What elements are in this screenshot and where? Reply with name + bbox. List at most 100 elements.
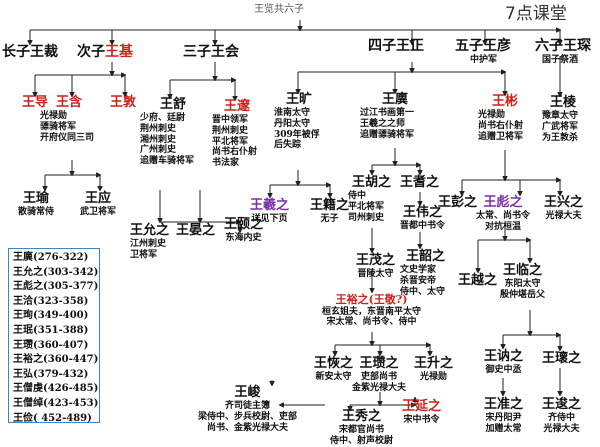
desc-line: 广州刺史 <box>140 145 177 156</box>
legend-entry: 王僧虔(426-485) <box>13 383 99 395</box>
desc-line: 殷仲堪岳父 <box>500 289 546 300</box>
desc-line: 309年被俘 <box>274 129 320 140</box>
desc-line: 东阳太守 <box>504 278 541 289</box>
gen-label-6: 六子王琛 <box>535 38 591 54</box>
desc-line: 追赠车骑将军 <box>140 156 195 167</box>
node-wang-yuezhi: 王伟之 晋都中书令 <box>400 205 446 231</box>
node-wang-huaizhi: 王瓌之 <box>542 351 582 366</box>
desc-line: 光禄大夫 <box>543 423 580 434</box>
desc-line: 侍中 <box>348 190 367 201</box>
desc-line: 荆州刺史 <box>212 125 249 136</box>
desc-line: 宋太常、尚书令、侍中 <box>326 317 417 328</box>
desc-line: 晋陵太守 <box>357 268 394 279</box>
desc-line: 后失踪 <box>274 140 302 151</box>
legend-entry: 王裕之(360-447) <box>13 354 99 366</box>
legend-entry: 王珉(351-388) <box>13 324 89 336</box>
desc-line: 过江书画第一 <box>360 107 415 118</box>
legend-entry: 王弘(379-432) <box>13 368 89 380</box>
desc-line: 尚书右仆射 <box>478 120 524 131</box>
node-wang-xizhi: 王羲之 详见下页 <box>250 198 290 224</box>
desc-line: 齐司徒主簿 <box>225 400 271 411</box>
node-wang-shu: 王舒 少府、廷尉荆州刺史湘州刺史广州刺史追赠车骑将军 <box>140 97 195 167</box>
desc-line: 平北将军 <box>348 201 385 212</box>
desc-line: 御史中丞 <box>485 364 522 375</box>
lifespan-legend: 王廙(276-322) 王允之(303-342) 王彪之(305-377) 王洽(32… <box>8 248 100 424</box>
node-wang-heng: 王恢之 新安太守 <box>314 356 354 382</box>
node-wang-nazhi: 王讷之 御史中丞 <box>484 349 524 375</box>
node-wang-dezhi: 王延之 宋中书令 <box>402 399 442 425</box>
node-wang-huzhi: 王胡之 侍中平北将军司州刺史 <box>348 175 392 223</box>
desc-line: 丹阳太守 <box>274 118 311 129</box>
node-wang-zhunzhi: 王准之 宋丹阳尹加赠太常 <box>484 397 524 434</box>
legend-entry: 王僧绰(423-453) <box>13 397 99 409</box>
gen2-job-chen: 国子祭酒 <box>542 55 579 65</box>
node-wang-pengzhi: 王彭之 <box>438 195 478 210</box>
desc-line: 追赠骠骑将军 <box>360 129 415 140</box>
legend-entry: 王廙(276-322) <box>13 252 89 263</box>
desc-line: 新安太守 <box>315 371 352 382</box>
desc-line: 少府、廷尉 <box>140 112 186 123</box>
desc-line: 光禄勋 <box>40 110 68 121</box>
desc-line: 追赠卫将军 <box>478 131 524 142</box>
legend-entry: 王洽(323-358) <box>13 295 89 307</box>
desc-line: 桓玄姐夫，东晋南平太守 <box>322 306 422 317</box>
desc-line: 梁侍中、步兵校尉、吏部 <box>198 411 298 422</box>
node-wang-yizhi: 王逡之 齐侍中光禄大夫 <box>542 397 582 434</box>
desc-line: 尚书、金紫光禄大夫 <box>207 422 289 433</box>
desc-line: 豫章太守 <box>542 110 579 121</box>
node-wang-linzhi: 王临之 东阳太守殷仲堪岳父 <box>500 263 546 300</box>
desc-line: 杀晋安帝 <box>400 275 437 286</box>
desc-line: 江州刺史 <box>130 238 167 249</box>
legend-entry: 王珣(349-400) <box>13 310 89 322</box>
desc-line: 东海内史 <box>225 232 262 243</box>
desc-line: 侍中、射声校尉 <box>330 435 394 446</box>
gen-label-2-name: 王基 <box>105 44 133 60</box>
desc-line: 开府仪同三司 <box>40 132 95 143</box>
node-wang-maozhi: 王茂之 晋陵太守 <box>356 253 396 279</box>
node-wang-shengzhi: 王升之 光禄勋 <box>414 356 454 382</box>
node-wang-yanzhi: 王晏之 <box>176 223 216 238</box>
desc-line: 加赠太常 <box>485 423 522 434</box>
legend-entry: 王俭( 452-489) <box>13 412 92 424</box>
desc-line: 司州刺史 <box>348 212 385 223</box>
node-wang-xiuzhi: 王秀之 宋都官尚书侍中、射声校尉 <box>330 409 394 446</box>
desc-line: 散骑常侍 <box>18 206 55 217</box>
gen-label-1: 长子王裁 <box>2 44 58 60</box>
desc-line: 吏部尚书 <box>361 371 398 382</box>
node-wang-leng: 王棱 豫章太守广武将军为王敦杀 <box>542 95 579 143</box>
node-wang-chongzhi: 王耆之 <box>400 175 440 190</box>
gen-label-5: 五子王彦 <box>455 38 511 54</box>
node-wang-yu: 王瑜 散骑常侍 <box>18 191 55 217</box>
node-wang-dun: 王敦 <box>110 95 137 110</box>
node-wang-shaozhi: 王韶之 文史学家杀晋安帝侍中、太守 <box>400 249 446 297</box>
desc-line: 光禄勋 <box>478 109 506 120</box>
desc-line: 尚书右仆射 <box>212 147 258 158</box>
gen-label-4: 四子王正 <box>368 38 424 54</box>
watermark: 7点课堂 <box>505 4 567 24</box>
node-wang-yuezhi2: 王越之 <box>458 273 498 288</box>
gen-label-2: 次子王基 <box>77 44 133 60</box>
node-wang-han: 王含 光禄勋骠骑将军开府仪同三司 <box>40 95 120 143</box>
desc-line: 无子 <box>320 213 339 224</box>
gen-label-3: 三子王会 <box>183 44 239 60</box>
desc-line: 骠骑将军 <box>40 121 77 132</box>
node-wang-kangzhi: 王颐之 东海内史 <box>224 217 264 243</box>
node-wang-dao: 王导 <box>22 95 49 110</box>
node-wang-sui: 王邃 晋中领军荆州刺史平北将军尚书右仆射书法家 <box>212 99 258 169</box>
desc-line: 太常、尚书令 <box>476 210 531 221</box>
legend-entry: 王彪之(305-377) <box>13 281 99 293</box>
node-wang-yuzhi: 王裕之(王敬?) 桓玄姐夫，东晋南平太守宋太常、尚书令、侍中 <box>322 293 422 328</box>
desc-line: 光禄大夫 <box>545 210 582 221</box>
node-wang-ying: 王应 武卫将军 <box>80 191 117 217</box>
desc-line: 宋丹阳尹 <box>485 412 522 423</box>
node-wang-yunzhi: 王允之 江州刺史卫将军 <box>130 223 170 260</box>
desc-line: 晋都中书令 <box>400 220 446 231</box>
legend-entry: 王允之(303-342) <box>13 266 99 278</box>
node-wang-jun: 王峻 齐司徒主簿梁侍中、步兵校尉、吏部尚书、金紫光禄大夫 <box>198 385 298 433</box>
desc-line: 武卫将军 <box>80 206 117 217</box>
desc-line: 详见下页 <box>251 213 288 224</box>
desc-line: 光禄勋 <box>420 371 448 382</box>
desc-line: 书法家 <box>212 158 240 169</box>
